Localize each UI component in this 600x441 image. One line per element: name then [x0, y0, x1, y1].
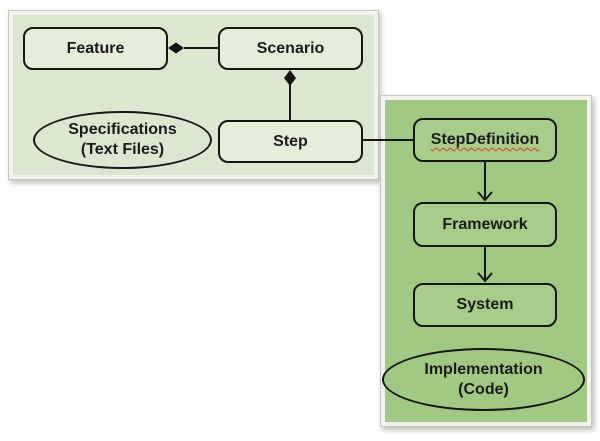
- specifications-ellipse-line1: Specifications: [68, 121, 177, 138]
- node-step-definition: StepDefinition: [413, 118, 557, 162]
- implementation-ellipse-line1: Implementation: [424, 360, 543, 378]
- node-framework-label: Framework: [442, 215, 528, 233]
- implementation-ellipse-line2: (Code): [458, 380, 509, 398]
- node-step-definition-label: StepDefinition: [430, 131, 540, 148]
- specifications-ellipse: Specifications (Text Files): [33, 111, 212, 169]
- specifications-ellipse-line2: (Text Files): [80, 141, 165, 158]
- node-feature: Feature: [23, 27, 168, 70]
- node-scenario: Scenario: [218, 27, 363, 70]
- node-feature-label: Feature: [66, 39, 125, 57]
- implementation-ellipse: Implementation (Code): [382, 348, 585, 411]
- node-step: Step: [218, 120, 363, 163]
- node-scenario-label: Scenario: [256, 39, 325, 57]
- node-step-label: Step: [273, 132, 308, 150]
- node-system: System: [413, 283, 557, 327]
- node-system-label: System: [456, 296, 514, 313]
- node-framework: Framework: [413, 202, 557, 247]
